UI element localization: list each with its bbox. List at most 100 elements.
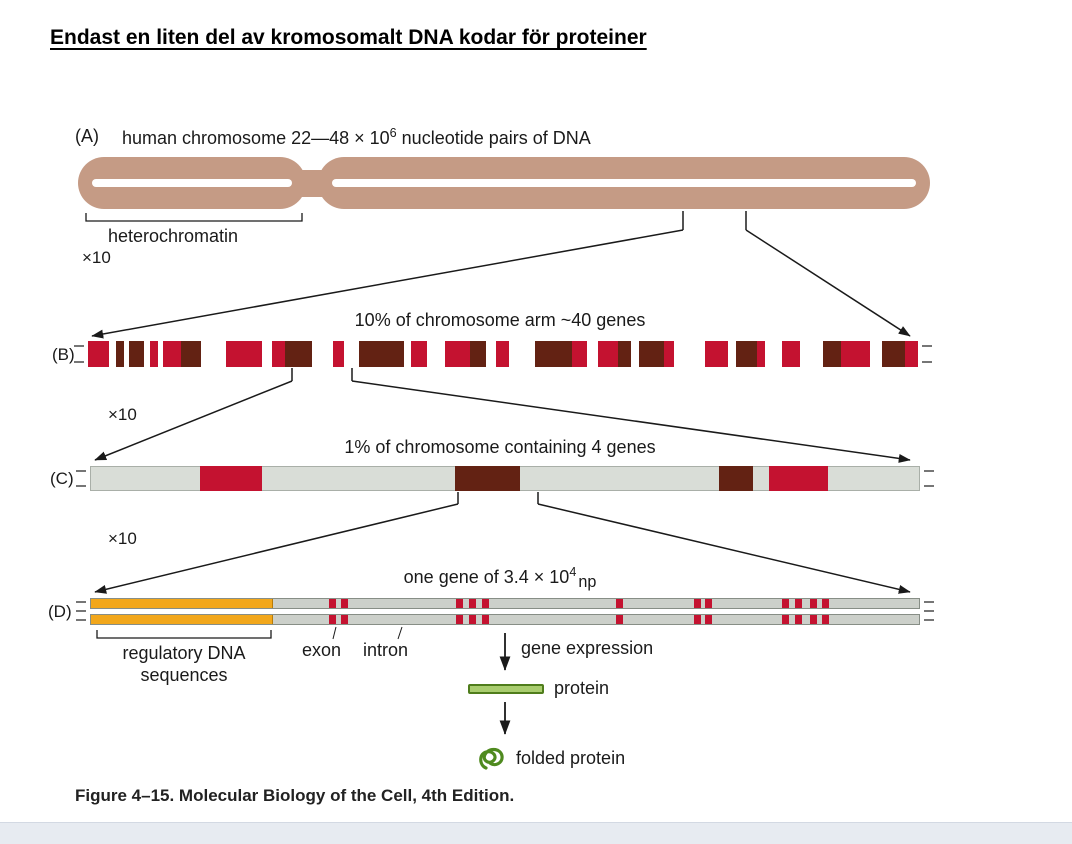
bar-b-segment (262, 341, 273, 367)
bar-b-segment (181, 341, 201, 367)
gene-strand-top (90, 598, 920, 609)
bar-b-segment (332, 341, 345, 367)
exon-tick (822, 615, 830, 624)
zoom-x10-label-b: ×10 (82, 248, 111, 267)
bar-b-segment (870, 341, 882, 367)
panel-d-caption: one gene of 3.4 × 104np (190, 565, 810, 591)
bar-b-segment (840, 341, 871, 367)
bar-b-segment (272, 341, 286, 367)
bar-b-segment (639, 341, 664, 367)
bar-c-block (718, 466, 753, 491)
exon-tick (809, 615, 817, 624)
exon-tick (341, 599, 349, 608)
bar-c-block (769, 466, 828, 491)
panel-d-caption-sup: 4 (569, 565, 577, 579)
protein-label: protein (554, 678, 610, 698)
bar-c-block (455, 466, 520, 491)
bar-b-segment (200, 341, 226, 367)
bar-b-segment (469, 341, 487, 367)
exon-tick (456, 599, 464, 608)
bar-b-segment (822, 341, 841, 367)
bar-b-segment (285, 341, 312, 367)
slide-title: Endast en liten del av kromosomalt DNA k… (50, 26, 647, 49)
exon-tick (329, 615, 337, 624)
chromosome-graphic (78, 157, 930, 209)
bar-b-segment (109, 341, 116, 367)
bar-b-segment (765, 341, 782, 367)
bar-b-segment (115, 341, 125, 367)
bar-b-segment (359, 341, 405, 367)
exon-tick (705, 599, 713, 608)
panel-b-tag: (B) (52, 345, 75, 364)
panel-a-label: human chromosome 22—48 × 106 nucleotide … (122, 126, 591, 149)
heterochromatin-bracket (85, 213, 303, 222)
bar-b-segment (158, 341, 164, 367)
bar-b-segment (404, 341, 411, 367)
bar-b-segment (344, 341, 360, 367)
bar-b-segment (631, 341, 640, 367)
exon-tick (794, 615, 802, 624)
exon-tick (693, 615, 701, 624)
exon-tick (809, 599, 817, 608)
bar-b-segment (881, 341, 905, 367)
panel-d-tag: (D) (48, 602, 72, 621)
panel-c-caption: 1% of chromosome containing 4 genes (344, 437, 656, 457)
panel-d-caption-np: np (578, 573, 597, 591)
exon-tick (782, 599, 790, 608)
exon-tick (481, 599, 489, 608)
bar-b-segment (225, 341, 263, 367)
exon-tick (822, 599, 830, 608)
zoom-x10-label-c: ×10 (108, 405, 137, 424)
regulatory-region (91, 615, 274, 624)
regulatory-region (91, 599, 274, 608)
bar-b-segment (586, 341, 599, 367)
bar-b-segment (128, 341, 144, 367)
bar-b-segment (904, 341, 918, 367)
bar-c-block (200, 466, 262, 491)
regulatory-bracket (96, 630, 272, 639)
bar-b-segment (143, 341, 151, 367)
panel-a-label-post: nucleotide pairs of DNA (396, 128, 591, 148)
bar-b-segment (311, 341, 333, 367)
bar-b-segment (673, 341, 705, 367)
bar-b-segment (598, 341, 618, 367)
panel-a-tag: (A) (75, 126, 99, 146)
exon-tick (481, 615, 489, 624)
panel-a-label-pre: human chromosome 22—48 × 10 (122, 128, 390, 148)
regulatory-dna-label: regulatory DNA sequences (92, 642, 276, 686)
folded-protein-icon (479, 747, 504, 770)
bar-b-segment (410, 341, 428, 367)
zoom-x10-label-d: ×10 (108, 529, 137, 548)
bar-b-segment (781, 341, 800, 367)
bar-b-segment (486, 341, 496, 367)
bar-b-segment (150, 341, 159, 367)
gene-expression-label: gene expression (521, 638, 654, 658)
panel-d-caption-pre: one gene of 3.4 × 10 (403, 567, 570, 587)
chromosome-arm-bar (88, 341, 918, 367)
exon-tick (341, 615, 349, 624)
bar-b-segment (704, 341, 728, 367)
panel-a-label-sup: 6 (389, 126, 397, 140)
exon-tick (329, 599, 337, 608)
heterochromatin-label: heterochromatin (108, 226, 239, 246)
exon-intron-pointers (332, 626, 403, 640)
bar-b-segment (427, 341, 446, 367)
bar-b-segment (572, 341, 587, 367)
bottom-band (0, 822, 1072, 844)
figure-caption: Figure 4–15. Molecular Biology of the Ce… (75, 786, 515, 805)
bar-b-segment (663, 341, 674, 367)
chromosome-region-bar (90, 466, 920, 491)
exon-tick (794, 599, 802, 608)
regulatory-dna-label-line1: regulatory DNA (122, 643, 246, 663)
bar-b-segment (727, 341, 736, 367)
gene-bar (90, 598, 920, 625)
exon-tick (705, 615, 713, 624)
exon-label: exon (302, 640, 342, 660)
exon-tick (468, 615, 476, 624)
bar-b-segment (735, 341, 758, 367)
bar-b-segment (163, 341, 182, 367)
exon-tick (456, 615, 464, 624)
exon-tick (615, 599, 623, 608)
bar-b-segment (508, 341, 536, 367)
